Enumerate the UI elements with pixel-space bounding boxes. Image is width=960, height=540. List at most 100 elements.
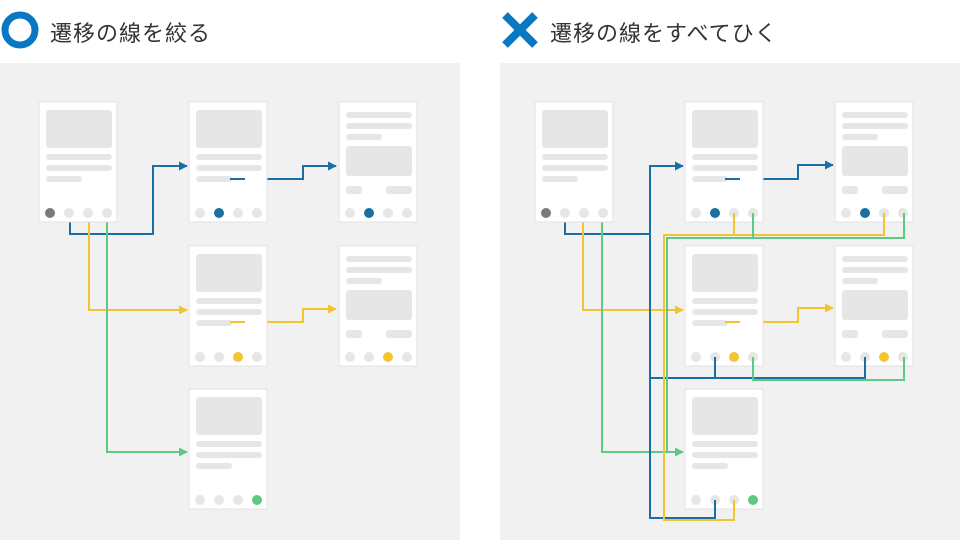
tab-dot <box>598 208 608 218</box>
screen-card-green <box>188 388 268 510</box>
text-line <box>842 267 908 273</box>
circle-mark-icon <box>0 10 40 54</box>
tab-dot <box>841 208 851 218</box>
text-line <box>196 309 262 315</box>
tab-dot <box>214 352 224 362</box>
text-line <box>346 112 412 118</box>
text-line <box>692 320 728 326</box>
text-line <box>196 154 262 160</box>
text-line <box>842 134 878 140</box>
screen-card-green <box>684 388 764 510</box>
text-line <box>692 298 758 304</box>
small-button <box>346 186 362 194</box>
screen-card-yellow-detail <box>338 245 418 367</box>
tab-dot <box>64 208 74 218</box>
small-button <box>842 186 858 194</box>
text-line <box>542 154 608 160</box>
image-placeholder <box>46 110 112 148</box>
text-line <box>842 278 878 284</box>
tab-dot <box>233 495 243 505</box>
text-line <box>46 165 112 171</box>
transition-line-green <box>601 213 684 457</box>
tab-dot <box>252 208 262 218</box>
text-line <box>692 441 758 447</box>
screen-card-blue-detail <box>338 101 418 223</box>
tab-dot <box>233 208 243 218</box>
image-placeholder <box>692 254 758 292</box>
tab-dot <box>560 208 570 218</box>
screen-card-yellow-detail <box>834 245 914 367</box>
screen-card-yellow <box>684 245 764 367</box>
text-line <box>196 452 262 458</box>
tab-dot <box>195 208 205 218</box>
heading-right-title: 遷移の線をすべてひく <box>550 22 778 47</box>
text-line <box>692 154 758 160</box>
image-placeholder <box>346 146 412 176</box>
tab-dot <box>252 352 262 362</box>
screen-card-blue <box>188 101 268 223</box>
image-placeholder <box>692 397 758 435</box>
tab-dot <box>691 495 701 505</box>
tab-dot <box>729 352 739 362</box>
button <box>882 330 908 338</box>
text-line <box>346 123 412 129</box>
transition-line-yellow <box>88 213 188 315</box>
text-line <box>542 176 578 182</box>
text-line <box>196 320 232 326</box>
tab-dot <box>195 352 205 362</box>
text-line <box>346 256 412 262</box>
text-line <box>196 176 232 182</box>
tab-dot <box>383 352 393 362</box>
text-line <box>196 463 232 469</box>
screen-card-blue <box>684 101 764 223</box>
tab-dot <box>252 495 262 505</box>
tab-dot <box>83 208 93 218</box>
heading-left-title: 遷移の線を絞る <box>50 22 212 47</box>
tab-dot <box>345 208 355 218</box>
tab-dot <box>233 352 243 362</box>
tab-dot <box>102 208 112 218</box>
image-placeholder <box>692 110 758 148</box>
image-placeholder <box>196 254 262 292</box>
tab-dot <box>841 352 851 362</box>
text-line <box>692 463 728 469</box>
tab-dot <box>45 208 55 218</box>
transition-line-blue <box>69 161 188 235</box>
tab-dot <box>214 495 224 505</box>
panel-right <box>500 63 960 540</box>
button <box>386 330 412 338</box>
screen-card-home <box>534 101 614 223</box>
cross-mark-icon <box>500 10 540 54</box>
image-placeholder <box>842 290 908 320</box>
text-line <box>692 165 758 171</box>
tab-dot <box>579 208 589 218</box>
tab-dot <box>541 208 551 218</box>
image-placeholder <box>842 146 908 176</box>
heading-left: 遷移の線を絞る <box>0 10 212 54</box>
text-line <box>692 309 758 315</box>
image-placeholder <box>346 290 412 320</box>
tab-dot <box>402 208 412 218</box>
transition-line-green <box>106 213 188 457</box>
text-line <box>346 278 382 284</box>
screen-card-yellow <box>188 245 268 367</box>
text-line <box>692 176 728 182</box>
text-line <box>842 123 908 129</box>
tab-dot <box>364 208 374 218</box>
text-line <box>196 441 262 447</box>
screen-card-blue-detail <box>834 101 914 223</box>
text-line <box>46 176 82 182</box>
text-line <box>842 256 908 262</box>
tab-dot <box>195 495 205 505</box>
tab-dot <box>748 495 758 505</box>
text-line <box>196 298 262 304</box>
text-line <box>196 165 262 171</box>
small-button <box>346 330 362 338</box>
tab-dot <box>383 208 393 218</box>
text-line <box>46 154 112 160</box>
tab-dot <box>860 208 870 218</box>
tab-dot <box>879 352 889 362</box>
image-placeholder <box>196 110 262 148</box>
tab-dot <box>345 352 355 362</box>
text-line <box>842 112 908 118</box>
